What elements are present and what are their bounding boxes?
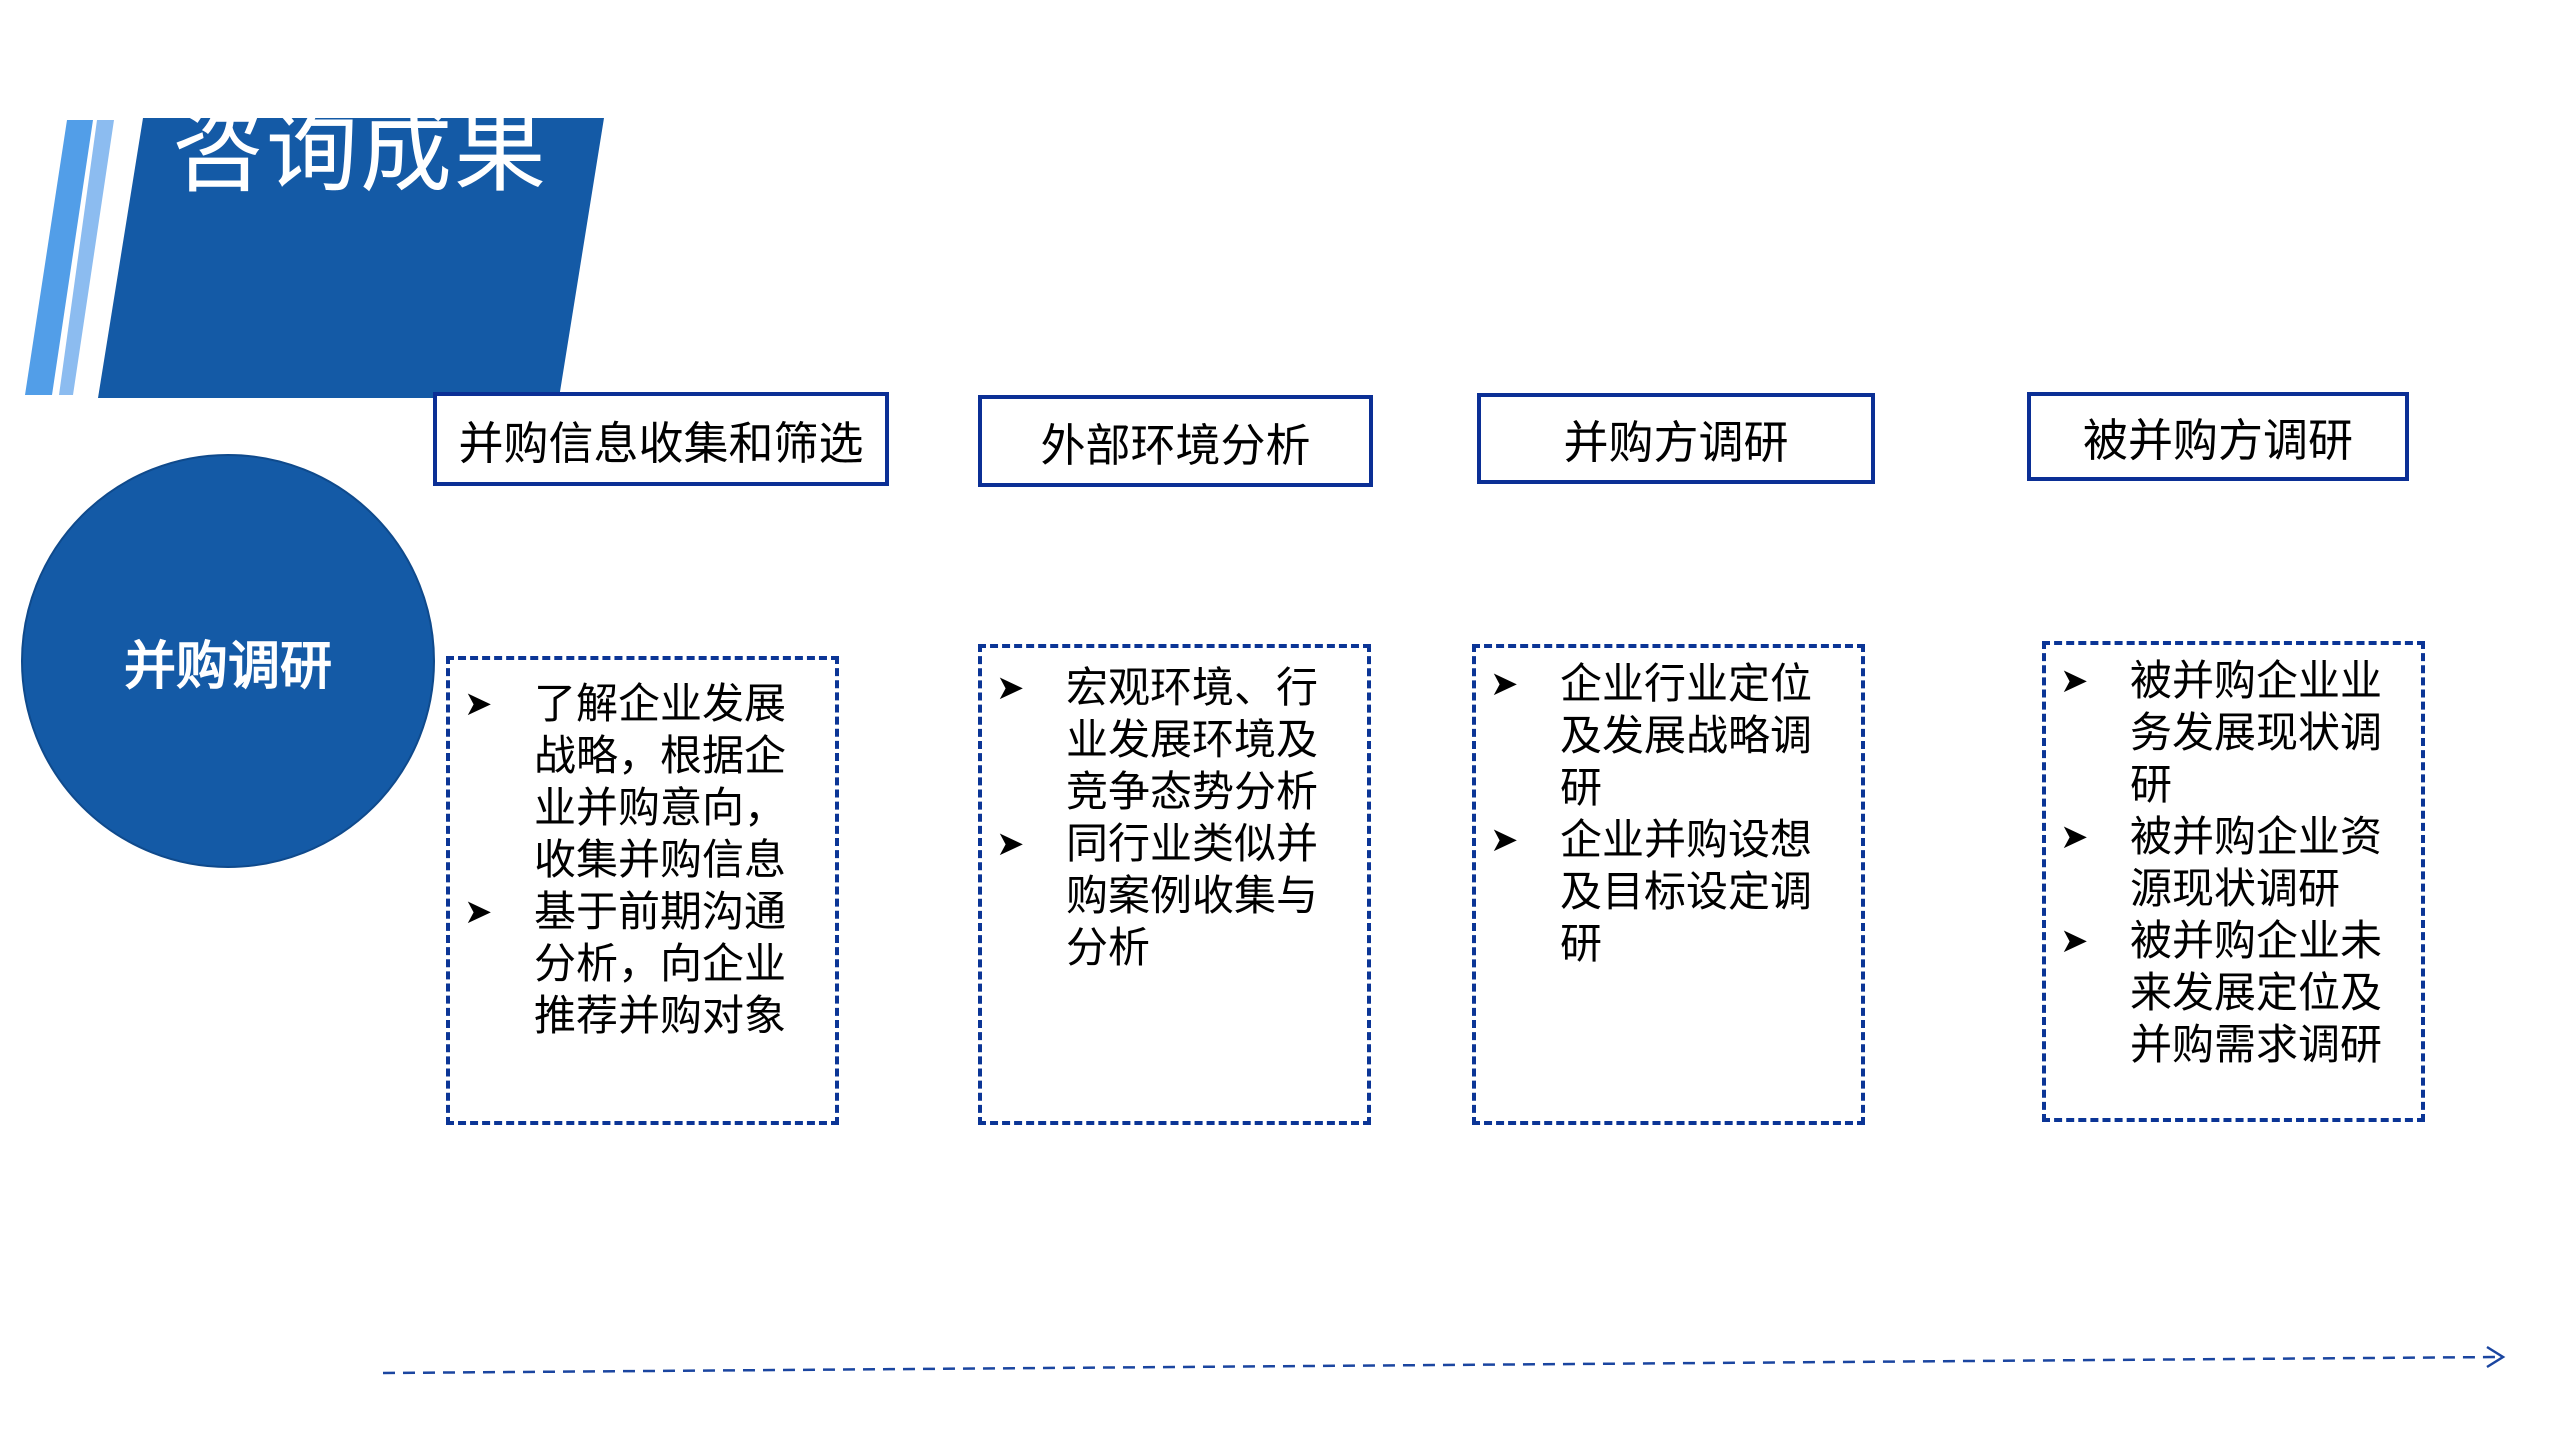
column-card-2: ➤ 宏观环境、行业发展环境及竞争态势分析 ➤ 同行业类似并购案例收集与分析 [978,644,1371,1125]
list-item: ➤ 企业行业定位及发展战略调研 [1490,658,1851,814]
arrowhead-bullet-icon: ➤ [2060,817,2089,857]
title-banner [25,118,604,398]
banner-background [98,118,604,398]
timeline-dashed-line [382,1355,2501,1375]
item-text: 企业并购设想及目标设定调研 [1560,815,1813,968]
item-text: 被并购企业业务发展现状调研 [2130,656,2383,809]
list-item: ➤ 被并购企业未来发展定位及并购需求调研 [2060,915,2411,1071]
list-item: ➤ 宏观环境、行业发展环境及竞争态势分析 [996,662,1357,818]
column-heading-1: 并购信息收集和筛选 [433,392,889,486]
page-title: 咨询成果 [171,98,548,205]
list-item: ➤ 同行业类似并购案例收集与分析 [996,818,1357,974]
arrowhead-bullet-icon: ➤ [2060,661,2089,701]
column-card-1: ➤ 了解企业发展战略，根据企业并购意向，收集并购信息 ➤ 基于前期沟通分析，向企业推… [446,656,839,1125]
item-text: 了解企业发展战略，根据企业并购意向，收集并购信息 [534,679,787,884]
center-label: 并购调研 [123,636,332,697]
item-text: 宏观环境、行业发展环境及竞争态势分析 [1066,663,1319,816]
list-item: ➤ 被并购企业业务发展现状调研 [2060,655,2411,811]
arrowhead-bullet-icon: ➤ [996,668,1025,708]
arrowhead-bullet-icon: ➤ [1490,820,1519,860]
arrowhead-bullet-icon: ➤ [1490,664,1519,704]
item-text: 同行业类似并购案例收集与分析 [1066,819,1319,972]
item-text: 被并购企业资源现状调研 [2130,812,2383,913]
list-item: ➤ 基于前期沟通分析，向企业推荐并购对象 [464,886,825,1042]
center-circle: 并购调研 [21,454,435,868]
list-item: ➤ 被并购企业资源现状调研 [2060,811,2411,915]
list-item: ➤ 了解企业发展战略，根据企业并购意向，收集并购信息 [464,678,825,886]
item-text: 基于前期沟通分析，向企业推荐并购对象 [534,887,787,1040]
arrowhead-bullet-icon: ➤ [2060,921,2089,961]
item-text: 企业行业定位及发展战略调研 [1560,659,1813,812]
banner-stripe-1 [25,120,93,395]
arrowhead-bullet-icon: ➤ [996,824,1025,864]
column-heading-3: 并购方调研 [1477,393,1875,484]
column-card-3: ➤ 企业行业定位及发展战略调研 ➤ 企业并购设想及目标设定调研 [1472,644,1865,1125]
arrowhead-bullet-icon: ➤ [464,684,493,724]
banner-stripe-2 [59,120,114,395]
column-heading-2: 外部环境分析 [978,395,1373,487]
arrowhead-icon [2486,1345,2506,1369]
arrowhead-bullet-icon: ➤ [464,892,493,932]
item-text: 被并购企业未来发展定位及并购需求调研 [2130,916,2383,1069]
list-item: ➤ 企业并购设想及目标设定调研 [1490,814,1851,970]
column-card-4: ➤ 被并购企业业务发展现状调研 ➤ 被并购企业资源现状调研 ➤ 被并购企业未来发展定位… [2042,641,2425,1122]
column-heading-4: 被并购方调研 [2027,392,2409,481]
